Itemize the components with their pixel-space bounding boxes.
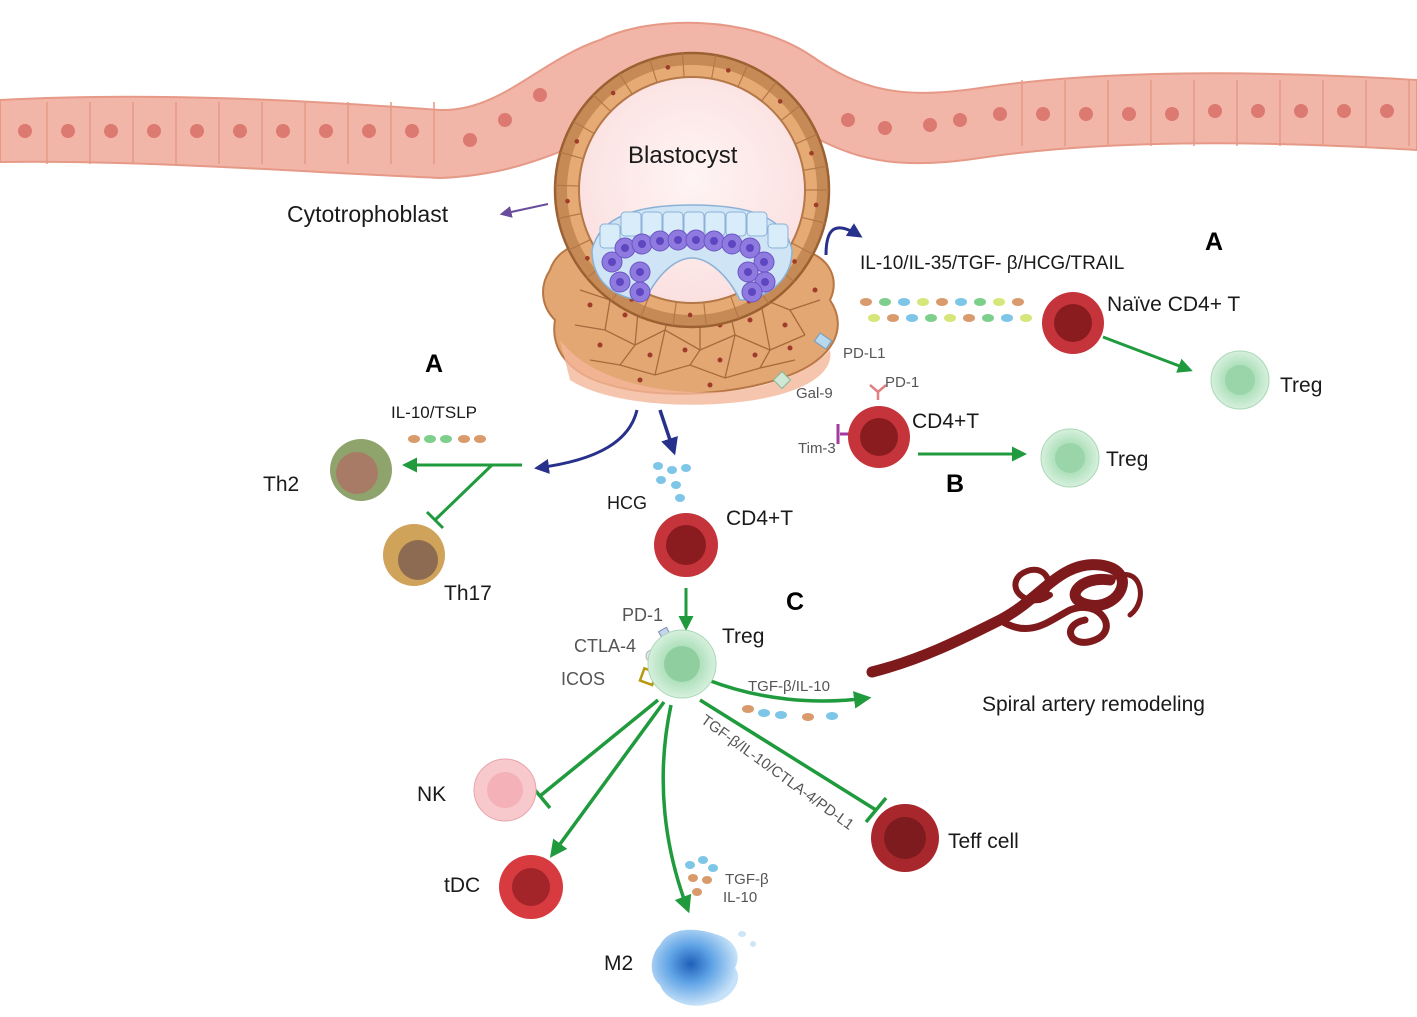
hcg-label: HCG (607, 493, 647, 513)
hcg-dots (653, 462, 691, 502)
tdc-cell (499, 855, 563, 919)
naive-cd4-cell (1042, 292, 1104, 354)
cd4-cell-b (848, 406, 910, 468)
arrow-to-hcg (658, 409, 678, 456)
arrow-to-m2 (661, 704, 692, 914)
labels: Blastocyst Cytotrophoblast IL-10/IL-35/T… (263, 142, 1322, 975)
gal-9-icon (772, 370, 792, 390)
pd-1-label-c: PD-1 (622, 605, 663, 625)
cd4t-label-b: CD4+T (912, 410, 979, 433)
pd-l1-label: PD-L1 (843, 345, 886, 362)
cells (330, 292, 1270, 1006)
th2-label: Th2 (263, 473, 299, 496)
arrow-to-cytokines (824, 223, 863, 256)
nk-cell (473, 758, 537, 822)
inhibit-th17 (433, 463, 494, 522)
treg-label-b: Treg (1106, 448, 1148, 471)
cytokine-particles (408, 298, 1032, 947)
spiral-artery-label: Spiral artery remodeling (982, 693, 1205, 716)
inhibit-teff (699, 698, 877, 812)
arrow-naive-to-treg (1102, 335, 1193, 373)
pd-1-receptor-icon (869, 384, 887, 400)
panel-letter-a-left: A (425, 350, 443, 378)
tdc-label: tDC (444, 874, 480, 897)
th17-cell (383, 524, 445, 586)
diagonal-cytokines-label: TGF-β/IL-10/CTLA-4/PD-L1 (698, 711, 857, 833)
il10-tslp-label: IL-10/TSLP (391, 403, 477, 422)
tgfb-m2-label: TGF-β (725, 871, 769, 888)
blastocyst (553, 51, 831, 329)
inhibit-nk (538, 698, 660, 798)
ctla-4-label: CTLA-4 (574, 636, 636, 656)
pd-1-label-b: PD-1 (885, 374, 919, 391)
teff-label: Teff cell (948, 830, 1019, 853)
pd-l1-icon (813, 332, 833, 350)
gal-9-label: Gal-9 (796, 385, 833, 402)
spiral-artery (866, 559, 1143, 678)
panel-letter-c: C (786, 588, 804, 616)
m2-macrophage (651, 929, 739, 1006)
icos-label: ICOS (561, 669, 605, 689)
nk-label: NK (417, 783, 446, 806)
treg-label-a: Treg (1280, 374, 1322, 397)
tgfb-il10-label: TGF-β/IL-10 (748, 678, 830, 695)
cytotrophoblast-label: Cytotrophoblast (287, 201, 449, 227)
arrow-to-spiral (707, 678, 872, 709)
treg-cell-b (1040, 428, 1100, 488)
panel-letter-b: B (946, 470, 964, 498)
treg-cell-a (1210, 350, 1270, 410)
cd4t-label-c: CD4+T (726, 507, 793, 530)
il10-tslp-dots (408, 435, 486, 443)
panel-letter-a-right: A (1205, 228, 1223, 256)
treg-cell-c (647, 629, 717, 699)
cytokines-top-label: IL-10/IL-35/TGF- β/HCG/TRAIL (860, 253, 1124, 274)
m2-label: M2 (604, 952, 633, 975)
arrow-to-tdc (549, 700, 666, 858)
tgfb-il10-dots (742, 705, 838, 721)
il10-m2-label: IL-10 (723, 889, 757, 906)
th2-cell (330, 439, 392, 501)
teff-cell (871, 804, 939, 872)
th17-label: Th17 (444, 582, 492, 605)
cytotrophoblast-arrow (499, 203, 549, 218)
inhibit-teff-bar (864, 796, 888, 824)
inhibit-th17-bar (425, 510, 445, 530)
blastocyst-label: Blastocyst (628, 142, 738, 169)
treg-label-c: Treg (722, 625, 764, 648)
cd4-cell-c (654, 513, 718, 577)
arrow-to-il10-tslp (534, 409, 639, 474)
tim-3-label: Tim-3 (798, 440, 836, 457)
naive-cd4-label: Naïve CD4+ T (1107, 293, 1240, 316)
m2-dots (685, 856, 756, 947)
